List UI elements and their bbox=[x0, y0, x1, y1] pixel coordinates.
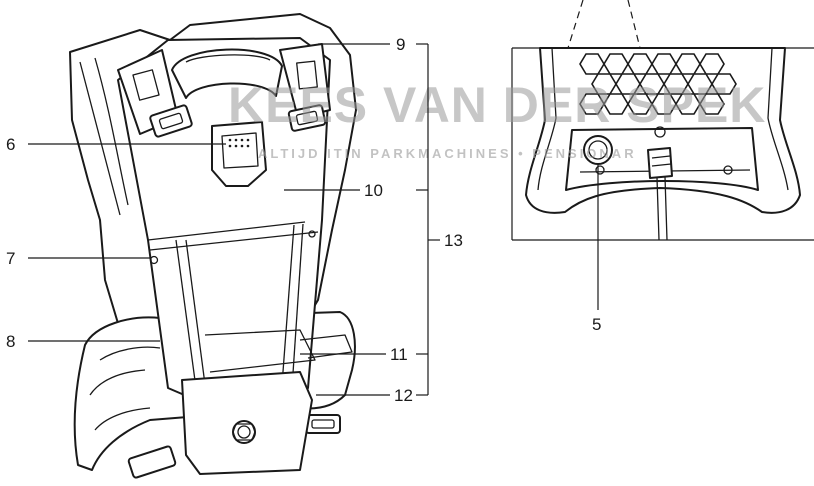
belt-buckle-right bbox=[305, 414, 341, 434]
callout-7: 7 bbox=[6, 249, 15, 268]
mounting-clip bbox=[211, 121, 267, 187]
clip-vent-holes bbox=[228, 138, 250, 148]
watermark-main: KEES VAN DER SPEK bbox=[228, 77, 766, 133]
callout-13: 13 bbox=[444, 231, 463, 250]
leader-lines bbox=[28, 43, 599, 396]
callout-6: 6 bbox=[6, 135, 15, 154]
watermark-sub: ALTIJD ITIN PARKMACHINES • PENSIONAR bbox=[258, 146, 637, 161]
belt-buckle-left bbox=[127, 445, 177, 479]
callout-8: 8 bbox=[6, 332, 15, 351]
carry-handle bbox=[171, 48, 283, 99]
callout-9: 9 bbox=[396, 35, 405, 54]
shoulder-strap-right bbox=[279, 43, 331, 119]
callout-10: 10 bbox=[364, 181, 383, 200]
detail-view bbox=[511, 0, 814, 241]
callout-12: 12 bbox=[394, 386, 413, 405]
callout-11: 11 bbox=[390, 345, 408, 364]
side-rivet bbox=[149, 255, 159, 265]
callout-labels: 6 7 8 9 10 11 12 13 5 bbox=[6, 35, 601, 405]
honeycomb-vent bbox=[579, 53, 737, 115]
power-cable bbox=[656, 176, 668, 241]
strap-buckle-left bbox=[149, 104, 193, 138]
callout-5: 5 bbox=[592, 315, 601, 334]
cable-gland bbox=[647, 147, 673, 179]
harness-illustration bbox=[69, 13, 357, 479]
watermark: KEES VAN DER SPEK ALTIJD ITIN PARKMACHIN… bbox=[228, 77, 766, 161]
